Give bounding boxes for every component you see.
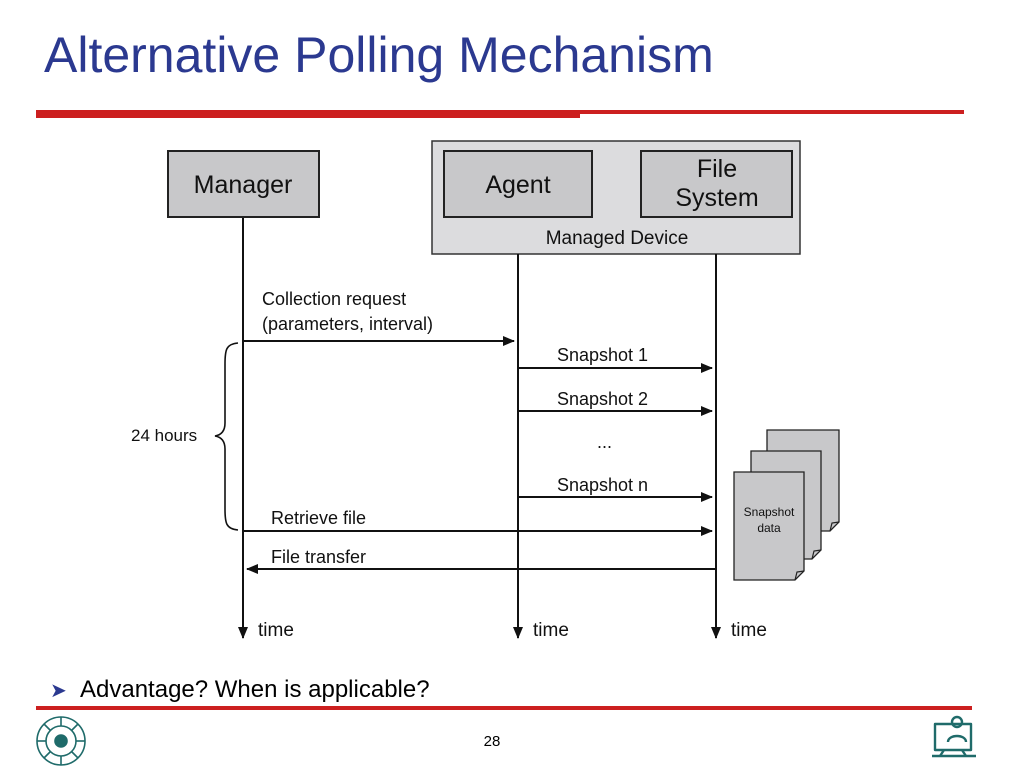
arrowhead-bullet-icon: ➤ — [50, 680, 67, 702]
bullet-text: Advantage? When is applicable? — [80, 676, 430, 703]
file-system-label-line2: System — [675, 184, 758, 212]
manager-time-label: time — [258, 620, 294, 641]
snapshot-data-stack — [733, 429, 840, 581]
managed-device-label: Managed Device — [546, 228, 689, 249]
slide-title: Alternative Polling Mechanism — [44, 27, 714, 83]
snapshot-data-label-line1: Snapshot — [744, 505, 795, 519]
snapshot-1-label: Snapshot 1 — [557, 345, 648, 365]
agent-label: Agent — [485, 171, 550, 199]
file-transfer-label: File transfer — [271, 547, 366, 567]
computer-user-icon — [932, 715, 976, 758]
title-divider-accent — [36, 110, 580, 118]
period-brace — [214, 342, 239, 531]
collection-request-label-line1: Collection request — [262, 289, 406, 309]
file-system-label-line1: File — [697, 155, 737, 183]
page-number: 28 — [483, 733, 501, 750]
snapshot-n-label: Snapshot n — [557, 475, 648, 495]
retrieve-file-label: Retrieve file — [271, 508, 366, 528]
manager-label: Manager — [194, 171, 293, 199]
collection-request-label-line2: (parameters, interval) — [262, 314, 433, 334]
snapshot-ellipsis: ... — [597, 432, 612, 452]
snapshot-2-label: Snapshot 2 — [557, 389, 648, 409]
file-system-box — [640, 150, 793, 218]
manager-box — [167, 150, 320, 218]
period-label: 24 hours — [131, 426, 197, 445]
snapshot-data-label-line2: data — [757, 521, 781, 535]
agent-time-label: time — [533, 620, 569, 641]
bullet-item: ➤ Advantage? When is applicable? — [50, 676, 430, 704]
footer-divider — [36, 706, 972, 710]
file-system-time-label: time — [731, 620, 767, 641]
agent-box — [443, 150, 593, 218]
university-emblem-icon — [36, 716, 86, 766]
polling-sequence-diagram: Managed Device Manager Agent File System… — [131, 140, 840, 641]
